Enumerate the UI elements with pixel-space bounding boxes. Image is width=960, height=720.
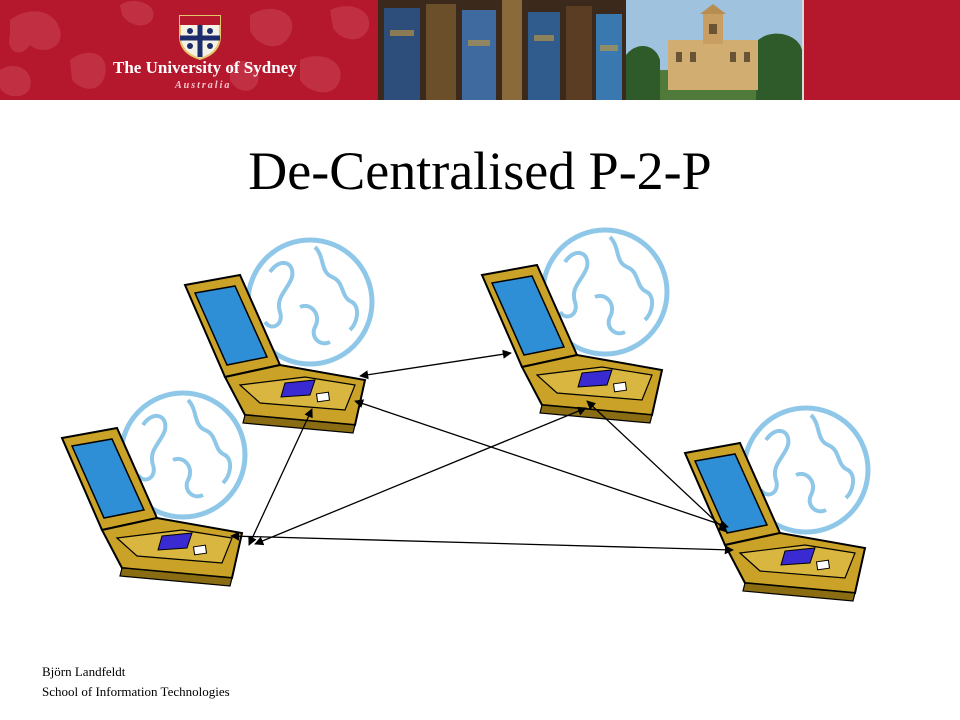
edge-bottom-left-bottom-right <box>230 531 734 555</box>
university-country: Australia <box>175 80 232 91</box>
university-name: The University of Sydney <box>113 58 297 77</box>
peer-top-right-node <box>481 230 667 424</box>
author-name: Björn Landfeldt <box>42 664 126 679</box>
header-banner: The University of Sydney Australia <box>0 0 960 100</box>
banner-right-panel <box>802 0 960 100</box>
slide-title: De-Centralised P-2-P <box>248 141 712 201</box>
edge-top-left-bottom-right <box>354 399 729 529</box>
edge-bottom-left-top-right <box>254 406 587 546</box>
university-crest-icon <box>179 15 221 60</box>
peer-bottom-left-node <box>61 393 245 587</box>
peer-bottom-right-node <box>684 408 868 602</box>
slide-footer: Björn Landfeldt School of Information Te… <box>42 662 230 702</box>
campus-photo-strip <box>378 0 802 100</box>
banner-pattern <box>0 0 370 97</box>
edge-top-right-bottom-right <box>586 400 728 533</box>
school-name: School of Information Technologies <box>42 684 230 699</box>
edge-top-left-top-right <box>359 349 512 380</box>
